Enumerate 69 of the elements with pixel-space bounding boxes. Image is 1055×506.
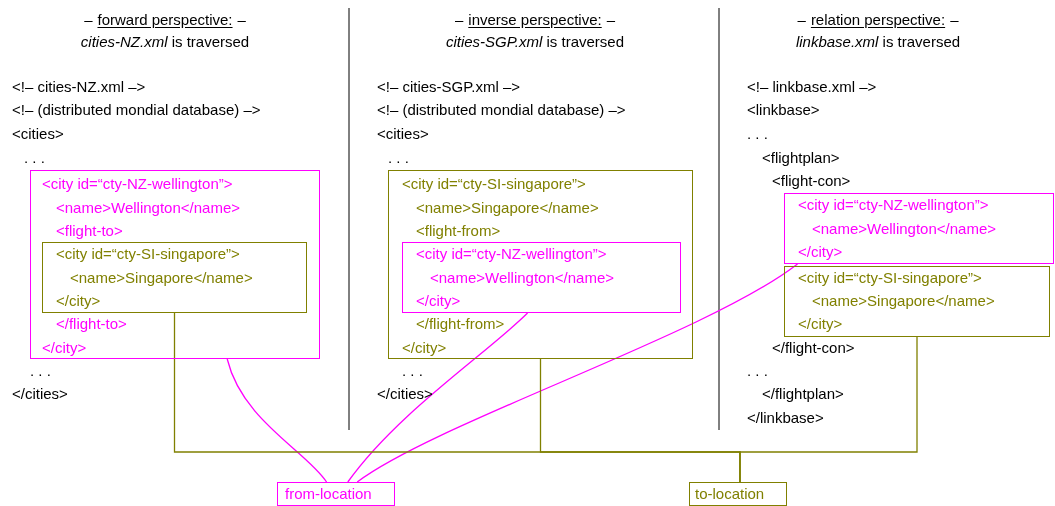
xml-code-line: <city id=“cty-NZ-wellington”> [42, 174, 233, 194]
xml-code-line: <city id=“cty-SI-singapore”> [56, 244, 240, 264]
perspective-heading: inverse perspective: [468, 10, 602, 30]
xml-code-line: <city id=“cty-SI-singapore”> [402, 174, 586, 194]
xml-code-line: <!– cities-SGP.xml –> [377, 77, 521, 97]
xml-code-line: <name>Wellington</name> [56, 198, 240, 218]
heading-dash: – [84, 10, 93, 30]
xml-code-line: to-location [695, 484, 765, 504]
xml-code-line: </flightplan> [762, 384, 844, 404]
xml-element-box [388, 170, 693, 359]
xml-code-line: </city> [416, 291, 461, 311]
xml-code-line: <name>Singapore</name> [812, 291, 995, 311]
perspective-subheading: linkbase.xml is traversed [795, 32, 961, 52]
xml-code-line: <name>Singapore</name> [70, 268, 253, 288]
xml-code-line: <cities> [12, 124, 64, 144]
role-label-box [277, 482, 395, 506]
xml-code-line: . . . [388, 148, 409, 168]
xml-element-box [402, 242, 681, 313]
connector-line [739, 336, 918, 483]
xml-code-line: </city> [402, 338, 447, 358]
xml-code-line: <linkbase> [747, 100, 820, 120]
xml-code-line: <city id=“cty-SI-singapore”> [798, 268, 982, 288]
xml-code-line: <flight-con> [772, 171, 851, 191]
xml-code-line: <!– linkbase.xml –> [747, 77, 877, 97]
xml-code-line: </cities> [12, 384, 68, 404]
xml-code-line: . . . [747, 124, 768, 144]
perspective-heading: relation perspective: [810, 10, 946, 30]
xml-code-line: </flight-con> [772, 338, 855, 358]
xml-code-line: <!– (distributed mondial database) –> [12, 100, 261, 120]
xml-element-box [42, 242, 307, 313]
xml-code-line: <name>Wellington</name> [812, 219, 996, 239]
heading-dash: – [454, 10, 464, 30]
connector-line [226, 358, 328, 483]
perspective-subheading: cities-SGP.xml is traversed [445, 32, 625, 52]
xml-code-line: </city> [56, 291, 101, 311]
xml-code-line: <name>Wellington</name> [430, 268, 614, 288]
xml-code-line: </flight-from> [416, 314, 505, 334]
xml-element-box [30, 170, 320, 359]
connector-line [347, 312, 529, 483]
xml-code-line: </city> [42, 338, 87, 358]
xml-code-line: <!– cities-NZ.xml –> [12, 77, 146, 97]
xml-code-line: <city id=“cty-NZ-wellington”> [416, 244, 607, 264]
xml-code-line: </flight-to> [56, 314, 127, 334]
xml-code-line: . . . [30, 361, 51, 381]
heading-dash: – [950, 10, 959, 30]
xml-code-line: <city id=“cty-NZ-wellington”> [798, 195, 989, 215]
xml-element-box [784, 193, 1054, 264]
heading-dash: – [797, 10, 806, 30]
connector-line [356, 263, 799, 483]
xml-code-line: <flight-to> [56, 221, 123, 241]
xml-code-line: </city> [798, 242, 843, 262]
xml-element-box [784, 266, 1050, 337]
xml-code-line: . . . [24, 148, 45, 168]
xml-code-line: . . . [402, 361, 423, 381]
xml-code-line: </cities> [377, 384, 433, 404]
perspective-subheading: cities-NZ.xml is traversed [80, 32, 250, 52]
xml-code-line: <flightplan> [762, 148, 840, 168]
perspective-heading: forward perspective: [97, 10, 233, 30]
xml-code-line: from-location [285, 484, 372, 504]
xml-code-line: </linkbase> [747, 408, 824, 428]
xml-code-line: . . . [747, 361, 768, 381]
xml-code-line: <cities> [377, 124, 429, 144]
heading-dash: – [237, 10, 246, 30]
xml-code-line: </city> [798, 314, 843, 334]
xml-code-line: <flight-from> [416, 221, 501, 241]
xml-code-line: <name>Singapore</name> [416, 198, 599, 218]
heading-dash: – [606, 10, 616, 30]
xml-code-line: <!– (distributed mondial database) –> [377, 100, 626, 120]
role-label-box [689, 482, 787, 506]
